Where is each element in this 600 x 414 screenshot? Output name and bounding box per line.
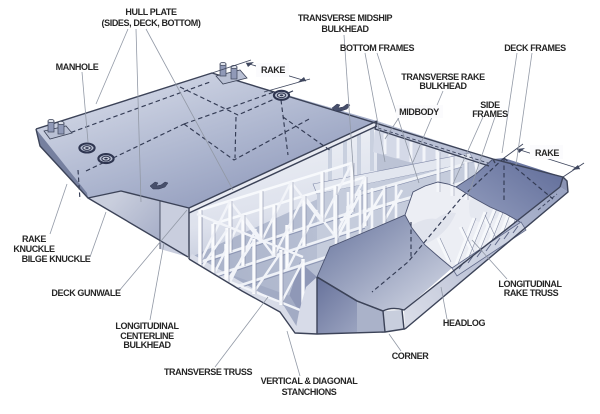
- svg-text:FRAMES: FRAMES: [472, 109, 508, 119]
- svg-text:TRANSVERSE TRUSS: TRANSVERSE TRUSS: [164, 367, 253, 377]
- svg-text:CORNER: CORNER: [392, 351, 430, 361]
- svg-text:MIDBODY: MIDBODY: [399, 107, 439, 117]
- svg-text:SIDE: SIDE: [480, 100, 500, 110]
- svg-text:RAKE: RAKE: [261, 65, 285, 75]
- svg-text:TRANSVERSE MIDSHIP: TRANSVERSE MIDSHIP: [298, 13, 393, 23]
- svg-text:KNUCKLE: KNUCKLE: [13, 244, 55, 254]
- svg-text:RAKE TRUSS: RAKE TRUSS: [504, 288, 559, 298]
- svg-text:STANCHIONS: STANCHIONS: [282, 387, 337, 397]
- svg-text:BULKHEAD: BULKHEAD: [419, 81, 467, 91]
- svg-text:BULKHEAD: BULKHEAD: [123, 340, 171, 350]
- svg-text:VERTICAL & DIAGONAL: VERTICAL & DIAGONAL: [261, 376, 359, 386]
- svg-text:HEADLOG: HEADLOG: [443, 318, 486, 328]
- svg-text:HULL PLATE: HULL PLATE: [125, 7, 177, 17]
- svg-text:CENTERLINE: CENTERLINE: [120, 331, 174, 341]
- svg-text:DECK GUNWALE: DECK GUNWALE: [51, 288, 121, 298]
- svg-text:(SIDES, DECK, BOTTOM): (SIDES, DECK, BOTTOM): [102, 18, 201, 28]
- svg-text:RAKE: RAKE: [22, 234, 46, 244]
- svg-text:BULKHEAD: BULKHEAD: [321, 24, 369, 34]
- svg-text:DECK FRAMES: DECK FRAMES: [504, 43, 566, 53]
- svg-text:LONGITUDINAL: LONGITUDINAL: [498, 279, 562, 289]
- svg-text:RAKE: RAKE: [535, 148, 559, 158]
- svg-text:BOTTOM FRAMES: BOTTOM FRAMES: [340, 43, 415, 53]
- svg-text:LONGITUDINAL: LONGITUDINAL: [115, 321, 179, 331]
- svg-text:BILGE KNUCKLE: BILGE KNUCKLE: [22, 254, 91, 264]
- svg-text:MANHOLE: MANHOLE: [56, 62, 99, 72]
- svg-text:TRANSVERSE RAKE: TRANSVERSE RAKE: [401, 72, 485, 82]
